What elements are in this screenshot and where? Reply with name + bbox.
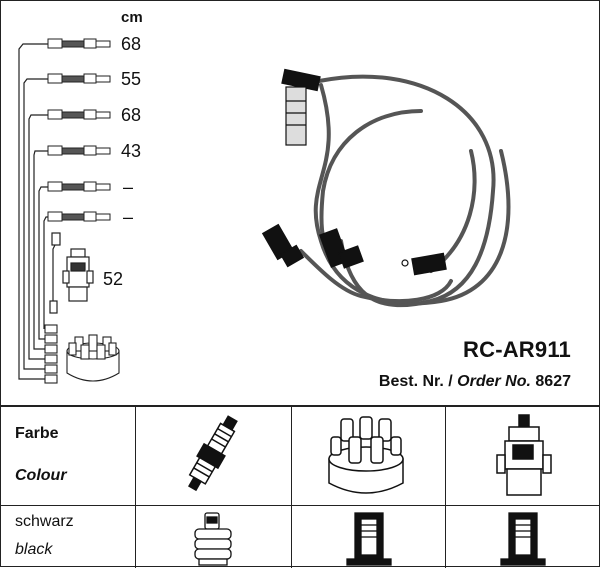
coil-cable-length: 52 <box>103 269 124 289</box>
cable-boots <box>261 68 447 276</box>
colour-header-en: Colour <box>15 467 67 484</box>
part-number: RC-AR911 <box>463 337 571 362</box>
order-label: Order No. <box>457 373 531 390</box>
ignition-coil-icon <box>496 414 552 496</box>
coil-connector-icon <box>500 512 546 566</box>
colour-value-en: black <box>15 541 53 558</box>
cable-length-6: – <box>123 207 134 227</box>
unit-label: cm <box>121 9 143 26</box>
spark-plug-icon <box>188 415 238 492</box>
spark-plug-boot-icon <box>194 512 232 566</box>
order-prefix: Best. Nr. / <box>378 373 458 390</box>
cable-bundle-lines <box>18 43 57 380</box>
distributor-connector-icon <box>346 512 392 566</box>
distributor-cap-small-icon <box>44 324 120 384</box>
distributor-cap-icon <box>328 416 404 494</box>
cable-length-4: 43 <box>121 141 142 161</box>
cable-length-5: – <box>123 177 134 197</box>
cable-length-1: 68 <box>121 34 142 54</box>
colour-header-de: Farbe <box>15 425 59 442</box>
cable-set-illustration <box>299 74 511 308</box>
order-number-line: Best. Nr. / Order No. 8627 <box>379 373 571 391</box>
colour-value-de: schwarz <box>15 513 74 530</box>
order-number: 8627 <box>535 373 571 390</box>
cable-length-3: 68 <box>121 105 142 125</box>
coil-small-icon <box>49 232 94 314</box>
cable-diagram <box>18 38 511 384</box>
cable-length-2: 55 <box>121 69 142 89</box>
colour-table: Farbe Colour schwarz black <box>1 405 599 568</box>
cable-connectors <box>47 38 111 222</box>
